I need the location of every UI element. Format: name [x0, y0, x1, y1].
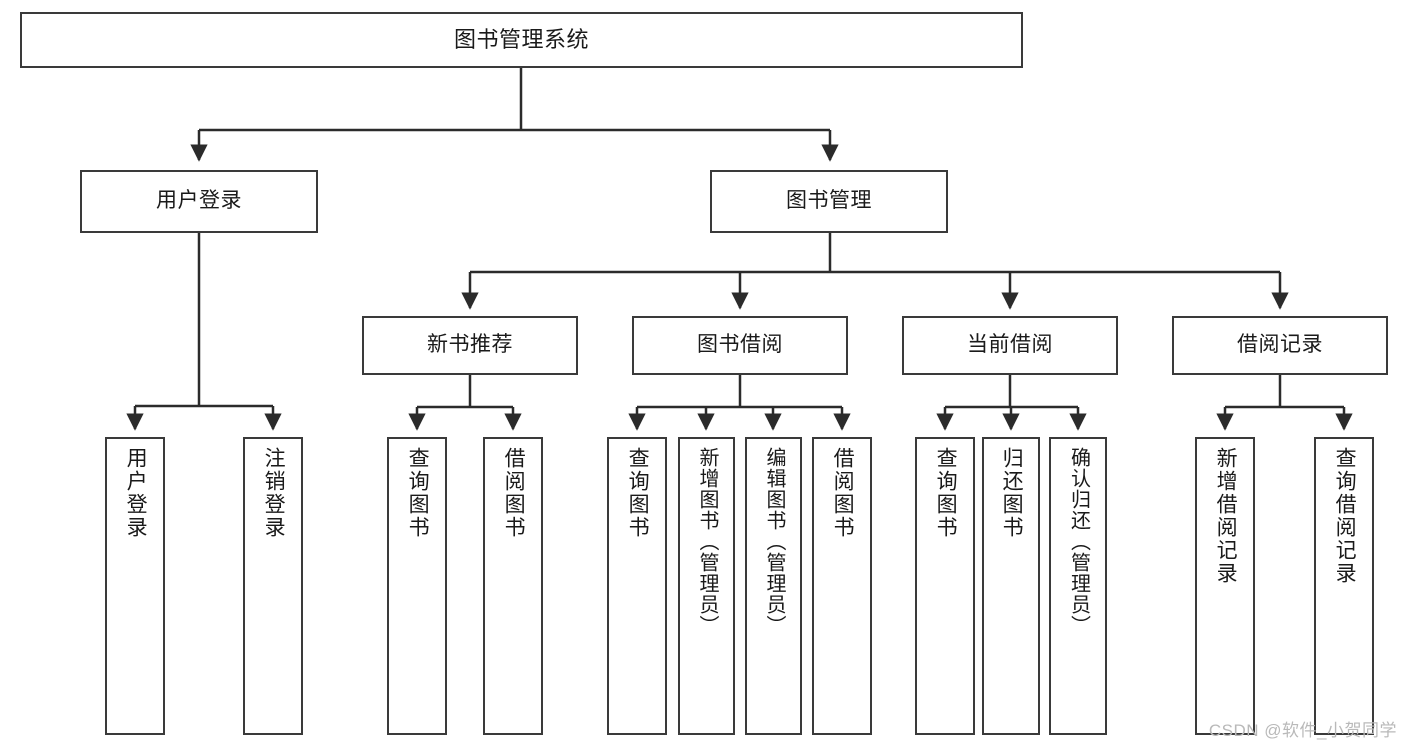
node-leaf-edit-book[interactable]: 编辑图书（管理员） — [745, 437, 802, 735]
node-leaf-borrow-book-2[interactable]: 借阅图书 — [812, 437, 872, 735]
node-book-borrow-label: 图书借阅 — [697, 333, 783, 357]
node-leaf-query-book-2-label: 查询图书 — [626, 447, 650, 539]
node-book-manage[interactable]: 图书管理 — [710, 170, 948, 233]
node-root-label: 图书管理系统 — [453, 27, 589, 53]
node-current-borrow-label: 当前借阅 — [967, 333, 1053, 357]
node-current-borrow[interactable]: 当前借阅 — [902, 316, 1118, 375]
node-leaf-user-login[interactable]: 用户登录 — [105, 437, 165, 735]
node-leaf-user-login-label: 用户登录 — [124, 447, 148, 539]
node-leaf-borrow-book-2-label: 借阅图书 — [831, 447, 855, 539]
node-leaf-add-book[interactable]: 新增图书（管理员） — [678, 437, 735, 735]
node-leaf-query-book-3[interactable]: 查询图书 — [915, 437, 975, 735]
node-borrow-record-label: 借阅记录 — [1237, 333, 1323, 357]
node-leaf-return-book-label: 归还图书 — [1000, 447, 1024, 539]
node-new-book-recommend-label: 新书推荐 — [427, 333, 513, 357]
node-user-login[interactable]: 用户登录 — [80, 170, 318, 233]
node-user-login-label: 用户登录 — [156, 189, 242, 213]
node-leaf-add-record-label: 新增借阅记录 — [1214, 447, 1238, 585]
node-leaf-logout-label: 注销登录 — [262, 447, 286, 539]
node-leaf-query-book-2[interactable]: 查询图书 — [607, 437, 667, 735]
node-book-borrow[interactable]: 图书借阅 — [632, 316, 848, 375]
node-leaf-query-book-1[interactable]: 查询图书 — [387, 437, 447, 735]
node-leaf-logout[interactable]: 注销登录 — [243, 437, 303, 735]
node-leaf-query-record[interactable]: 查询借阅记录 — [1314, 437, 1374, 735]
node-leaf-query-record-label: 查询借阅记录 — [1333, 447, 1357, 585]
watermark: CSDN @软件_小贺同学 — [1208, 721, 1397, 740]
node-leaf-return-book[interactable]: 归还图书 — [982, 437, 1040, 735]
node-new-book-recommend[interactable]: 新书推荐 — [362, 316, 578, 375]
node-leaf-query-book-1-label: 查询图书 — [406, 447, 430, 539]
node-leaf-borrow-book-1-label: 借阅图书 — [502, 447, 526, 539]
node-leaf-edit-book-label: 编辑图书（管理员） — [763, 447, 785, 636]
node-leaf-confirm-return-label: 确认归还（管理员） — [1067, 447, 1090, 636]
node-leaf-query-book-3-label: 查询图书 — [934, 447, 958, 539]
node-leaf-confirm-return[interactable]: 确认归还（管理员） — [1049, 437, 1107, 735]
node-leaf-add-book-label: 新增图书（管理员） — [696, 447, 718, 636]
node-leaf-borrow-book-1[interactable]: 借阅图书 — [483, 437, 543, 735]
node-book-manage-label: 图书管理 — [786, 189, 872, 213]
node-root[interactable]: 图书管理系统 — [20, 12, 1023, 68]
node-borrow-record[interactable]: 借阅记录 — [1172, 316, 1388, 375]
node-leaf-add-record[interactable]: 新增借阅记录 — [1195, 437, 1255, 735]
